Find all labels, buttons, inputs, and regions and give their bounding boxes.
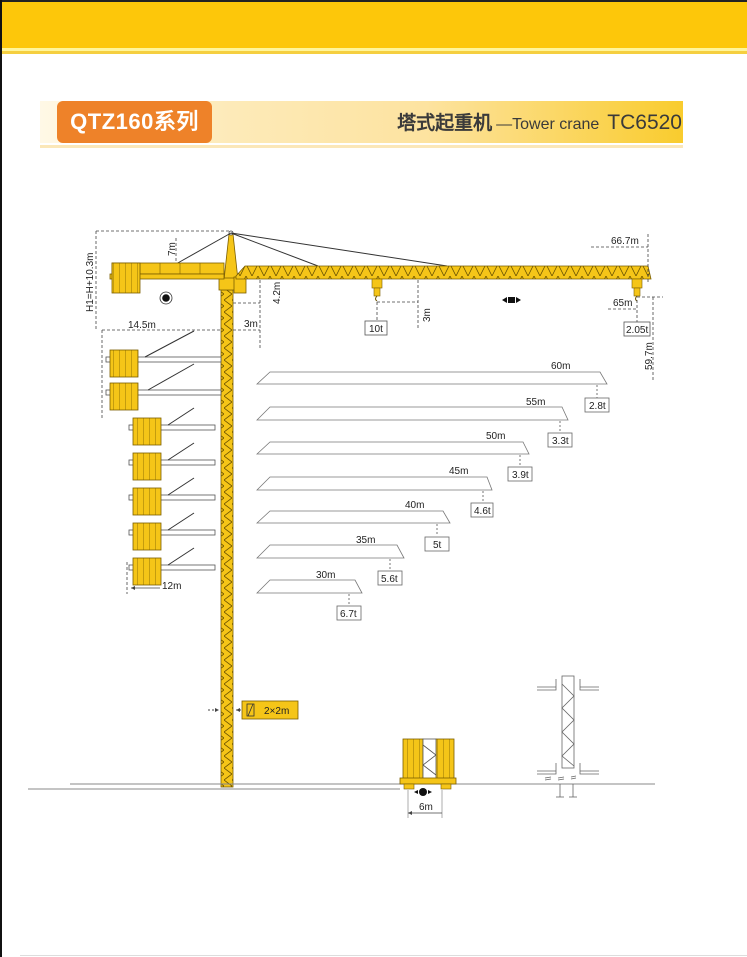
mast-section-callout: 2×2m [208, 700, 299, 720]
jib-config-35m: 35m 5.6t [256, 535, 405, 586]
counter-jib-config [128, 442, 216, 481]
max-load-box: 10t [364, 320, 388, 336]
jib-config-50m: 50m 3.9t [255, 431, 533, 482]
jib-config-45m: 45m 4.6t [256, 466, 494, 518]
tip-load-box: 2.05t [623, 321, 651, 337]
title-english: —Tower crane [496, 116, 600, 133]
counter-jib-config [105, 363, 222, 411]
counter-jib-config [128, 512, 216, 551]
svg-text:4.6t: 4.6t [474, 506, 491, 517]
max-load-label: 10t [369, 324, 383, 335]
jib-config-55m: 55m 3.3t [256, 397, 573, 448]
max-jib-label: 66.7m [611, 236, 639, 247]
svg-text:6.7t: 6.7t [340, 609, 357, 620]
jib-config-40m: 40m 5t [255, 500, 451, 552]
jib-config-60m: 60m 2.8t [255, 361, 610, 413]
counter-jib-config [128, 477, 216, 516]
base-rotation-icon [414, 788, 432, 796]
anchored-base-detail [537, 675, 599, 798]
mast-section-label: 2×2m [264, 706, 289, 717]
svg-text:55m: 55m [526, 397, 545, 408]
tip-radius-label: 65m [613, 298, 632, 309]
rotation-icon [159, 291, 173, 305]
main-jib [235, 265, 652, 280]
counter-jib [109, 262, 225, 294]
model-number: TC6520 [607, 111, 682, 134]
svg-text:3.3t: 3.3t [552, 436, 569, 447]
svg-text:45m: 45m [449, 466, 468, 477]
svg-text:40m: 40m [405, 500, 424, 511]
svg-text:5.6t: 5.6t [381, 574, 398, 585]
page-frame-left [0, 0, 2, 957]
tip-load-label: 2.05t [626, 325, 648, 336]
min-radius-label: 3m [422, 308, 433, 322]
page-title: 塔式起重机—Tower crane TC6520 [397, 101, 682, 143]
top-height-label: 7m [167, 242, 178, 256]
jib-config-30m: 30m 6.7t [256, 570, 363, 621]
dimension-lines [95, 230, 663, 594]
tower-offset-label: 3m [244, 319, 258, 330]
header-stripe [2, 48, 747, 51]
header-stripe [2, 51, 747, 54]
trolley-near [371, 278, 383, 302]
counterweight-spread-label: 12m [162, 581, 181, 592]
page-frame-top [0, 0, 747, 2]
pendant-ropes [175, 232, 448, 267]
svg-text:30m: 30m [316, 570, 335, 581]
trolley-tip [631, 278, 643, 302]
height-label: H1=H+10.3m [85, 253, 96, 312]
counter-jib-config [128, 407, 216, 446]
header-band [2, 2, 747, 48]
series-badge: QTZ160系列 [57, 101, 212, 143]
base-width-label: 6m [419, 802, 433, 813]
tower-mast [220, 289, 234, 788]
title-chinese: 塔式起重机 [397, 113, 493, 134]
title-underline [40, 145, 683, 148]
svg-text:35m: 35m [356, 535, 375, 546]
svg-text:5t: 5t [433, 540, 442, 551]
counter-jib-config [105, 330, 222, 378]
tip-hook-height-label: 59.7m [644, 342, 655, 370]
page-bottom-border [20, 955, 747, 956]
tower-head [218, 230, 247, 294]
jib-height-label: 4.2m [272, 282, 283, 304]
counter-jib-config [128, 547, 216, 586]
svg-text:50m: 50m [486, 431, 505, 442]
svg-text:60m: 60m [551, 361, 570, 372]
svg-text:3.9t: 3.9t [512, 470, 529, 481]
counter-jib-configs: 12m [105, 330, 222, 592]
counter-jib-label: 14.5m [128, 320, 156, 331]
trolley-travel-icon [502, 297, 521, 303]
base-ballast: 6m [399, 738, 457, 818]
svg-text:2.8t: 2.8t [589, 401, 606, 412]
